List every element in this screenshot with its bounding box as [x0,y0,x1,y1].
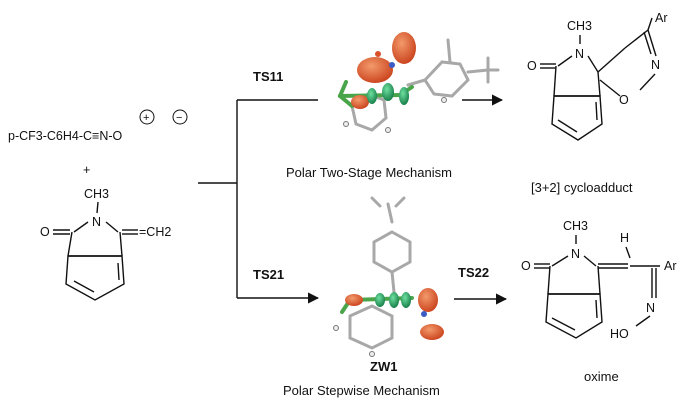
branch-connector [198,99,320,304]
oxime-ar: Ar [664,259,677,273]
cycloadduct-o: O [527,59,537,73]
cycloadduct-label: [3+2] cycloadduct [531,180,633,195]
cycloadduct-ring-n: N [651,58,660,72]
plus-charge-icon [139,109,155,125]
oxime-methyl: CH3 [563,219,588,233]
cycloadduct-benzene [551,95,603,141]
minus-charge-icon [172,109,188,125]
plus-charge: + [143,112,149,124]
cycloadduct-methyl: CH3 [567,19,592,33]
ts21-label: TS21 [253,267,284,282]
oxime-carbonyl-o: O [521,259,531,273]
cycloadduct-ar: Ar [655,11,668,25]
oxime-ho: HO [610,327,629,341]
oxime-structure: CH3 N O H Ar N HO [521,219,677,341]
nitrile-oxide: p-CF3-C6H4-C≡N-O + − [8,109,188,143]
methylene-isoindolinone: CH3 N O =CH2 [40,187,171,301]
two-stage-label: Polar Two-Stage Mechanism [286,165,452,180]
ts11-structure [338,32,500,133]
nitrile-oxide-formula: p-CF3-C6H4-C≡N-O [8,129,123,143]
n-atom: N [92,215,101,229]
minus-charge: − [176,112,182,124]
oxime-n-atom: N [646,301,655,315]
zw1-structure [333,196,444,357]
carbonyl-o: O [40,225,50,239]
benzene-ring [65,255,125,301]
stepwise-label: Polar Stepwise Mechanism [283,383,440,398]
methyl-label: CH3 [84,187,109,201]
oxime-benzene [545,293,603,339]
ts22-label: TS22 [458,265,489,280]
oxime-n: N [571,247,580,261]
cycloadduct-ring-o: O [619,93,629,107]
cycloadduct-structure: CH3 N O Ar N O [527,11,668,141]
oxime-label: oxime [584,369,619,384]
plus-sign: + [83,163,90,177]
ts11-label: TS11 [253,69,283,84]
exo-methylene: =CH2 [139,225,171,239]
cycloadduct-n: N [575,47,584,61]
oxime-h: H [620,231,629,245]
zw1-label: ZW1 [370,359,397,374]
